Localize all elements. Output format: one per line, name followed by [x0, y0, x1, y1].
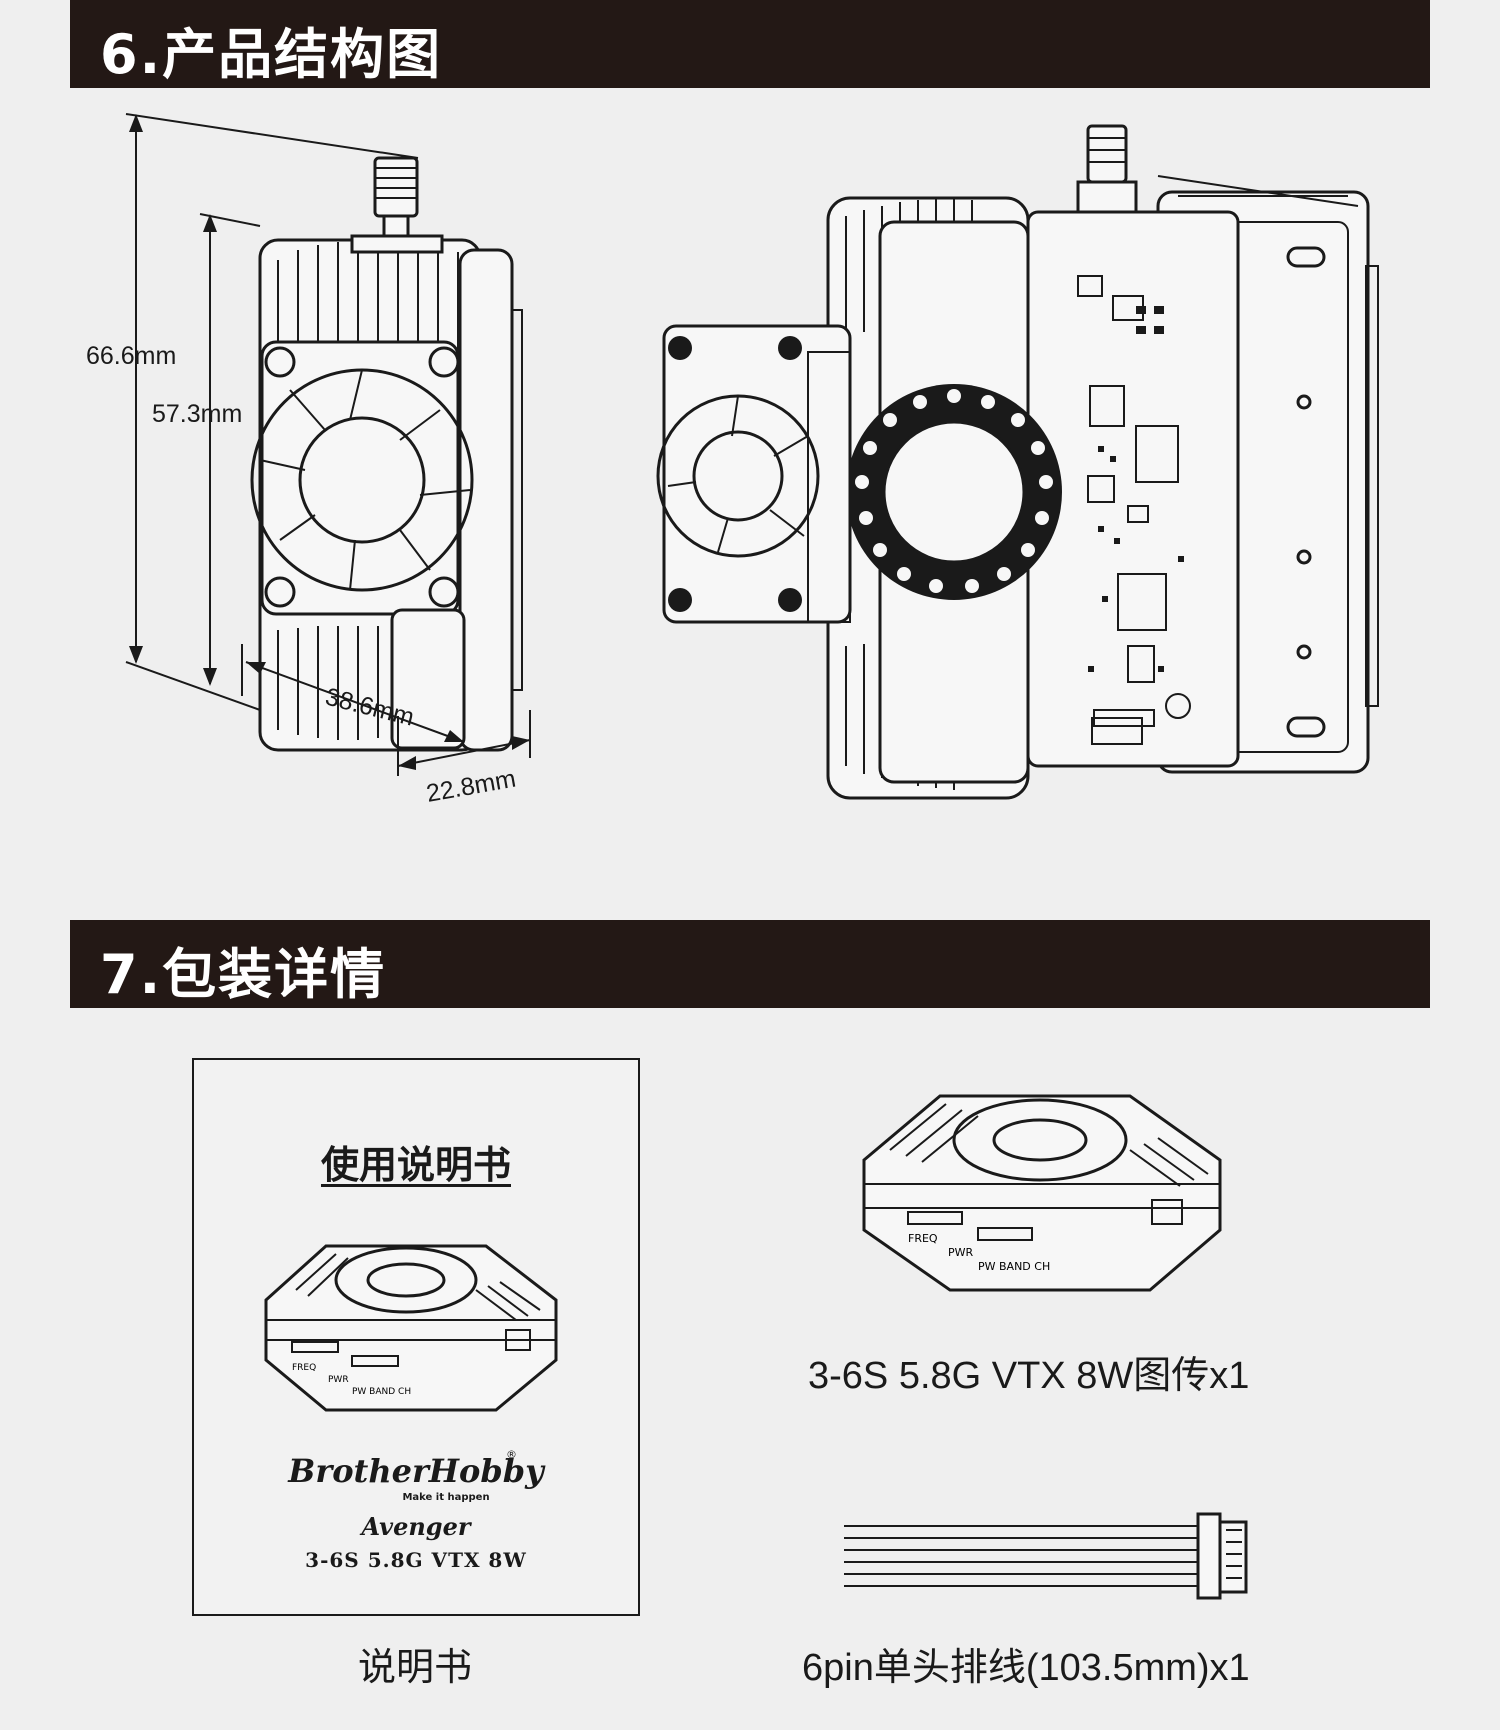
manual-cover-title: 使用说明书: [320, 1143, 511, 1187]
section-6-title: 6.产品结构图: [100, 23, 443, 86]
brand-tagline: Make it happen: [402, 1492, 490, 1503]
vtx-package-illustration: FREQ PWR PW BAND CH: [862, 1094, 1222, 1292]
cable-illustration: [844, 1512, 1248, 1600]
model-name: Avenger: [361, 1512, 471, 1541]
vtx-label-pwr: PWR: [948, 1246, 974, 1259]
vtx-caption: 3-6S 5.8G VTX 8W图传x1: [808, 1355, 1250, 1397]
vtx-dimension-drawing: 66.6mm 57.3mm 38.6mm 22.8mm: [86, 113, 531, 808]
dim-height-body: 57.3mm: [152, 400, 242, 428]
manual-label-pwr: PWR: [328, 1375, 349, 1385]
manual-booklet: 使用说明书 FREQ PWR PW BAND CH BrotherHobby ®…: [192, 1058, 640, 1616]
manual-caption: 说明书: [358, 1647, 473, 1689]
manual-label-pw-band-ch: PW BAND CH: [352, 1387, 411, 1397]
dim-height-total: 66.6mm: [86, 342, 176, 370]
section-7-title: 7.包装详情: [100, 943, 387, 1006]
vtx-label-freq: FREQ: [908, 1232, 938, 1245]
dim-depth: 22.8mm: [424, 765, 518, 808]
registered-mark: ®: [506, 1448, 517, 1461]
manual-device-illustration: FREQ PWR PW BAND CH: [264, 1244, 558, 1412]
manual-label-freq: FREQ: [292, 1363, 316, 1373]
section-7-header: 7.包装详情: [70, 920, 1430, 1008]
brand-logo: BrotherHobby: [288, 1452, 544, 1490]
vtx-exploded-view: [656, 124, 1379, 800]
section-6-header: 6.产品结构图: [70, 0, 1430, 88]
vtx-label-pw-band-ch: PW BAND CH: [978, 1260, 1050, 1273]
cable-caption: 6pin单头排线(103.5mm)x1: [802, 1647, 1250, 1689]
model-spec: 3-6S 5.8G VTX 8W: [305, 1548, 527, 1572]
